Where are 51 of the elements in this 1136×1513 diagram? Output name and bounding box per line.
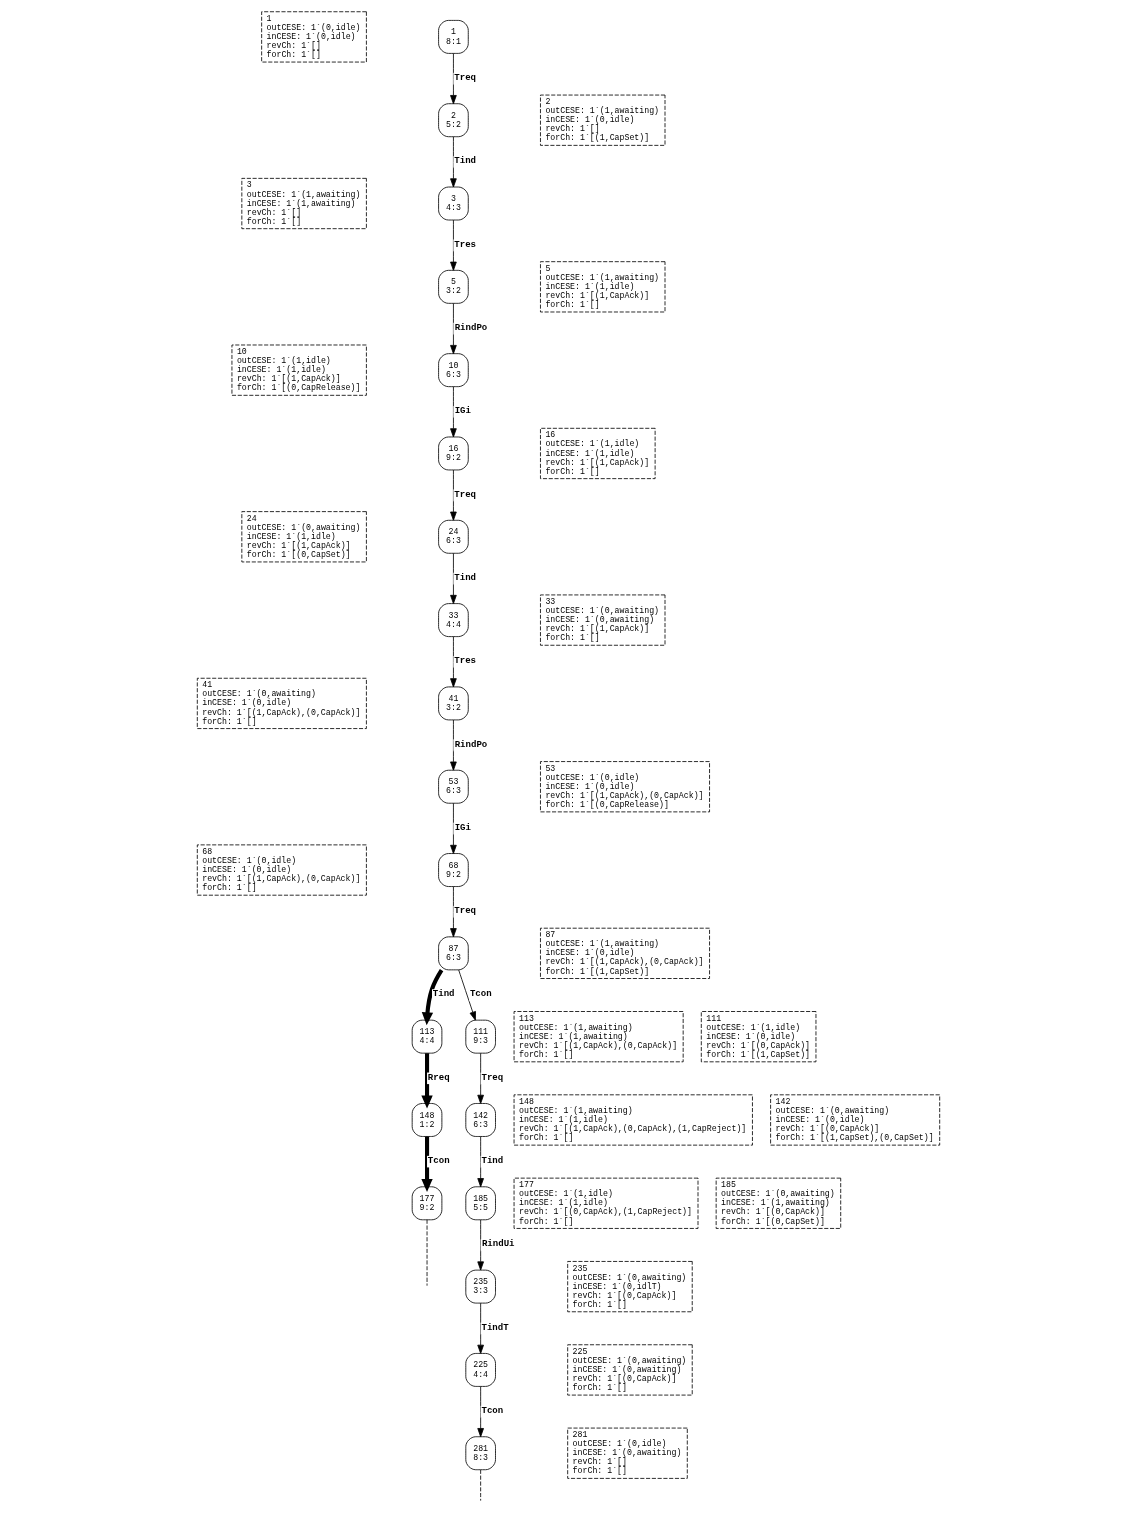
edge-label: Treq — [480, 1071, 503, 1083]
arrow — [476, 1052, 484, 1104]
node-box: 2 outCESE: 1`(1,awaiting) inCESE: 1`(0,idle) revCh: 1`[] forCh: 1`[(1,CapSet)] — [539, 94, 665, 146]
edge-label: RindPo — [454, 321, 487, 333]
node-box: 177 outCESE: 1`(1,idle) inCESE: 1`(1,idle) revCh: 1`[(0,CapAck),(1,CapReject)] forCh: 1`[] — [513, 1177, 698, 1229]
arrow — [476, 1136, 484, 1188]
edge-label: Tind — [453, 571, 476, 583]
node-box: 33 outCESE: 1`(0,awaiting) inCESE: 1`(0,awaiting) revCh: 1`[(1,CapAck)] forCh: 1`[] — [539, 594, 665, 646]
edge-label: Treq — [453, 905, 476, 917]
arrow — [457, 969, 476, 1021]
edge-label: Tres — [453, 655, 476, 667]
edge-label: Tind — [453, 155, 476, 167]
edge-label: Tcon — [469, 988, 492, 1000]
edge-label: TindT — [480, 1321, 509, 1333]
node-box: 1 outCESE: 1`(0,idle) inCESE: 1`(0,idle) revCh: 1`[] forCh: 1`[] — [260, 11, 367, 63]
edge-label: Treq — [453, 488, 476, 500]
edge-label: RindPo — [454, 738, 487, 750]
node-box: 281 outCESE: 1`(0,idle) inCESE: 1`(0,awaiting) revCh: 1`[] forCh: 1`[] — [566, 1427, 688, 1479]
node-box: 113 outCESE: 1`(1,awaiting) inCESE: 1`(1,awaiting) revCh: 1`[(1,CapAck),(0,CapAck)] forCh: 1`[] — [513, 1011, 684, 1063]
edge-label: Tcon — [480, 1405, 503, 1417]
node-box: 5 outCESE: 1`(1,awaiting) inCESE: 1`(1,idle) revCh: 1`[(1,CapAck)] forCh: 1`[] — [539, 261, 665, 313]
node-box: 53 outCESE: 1`(0,idle) inCESE: 1`(0,idle) revCh: 1`[(1,CapAck),(0,CapAck)] forCh: 1`[(0,CapRelease)] — [539, 761, 710, 813]
node-box: 185 outCESE: 1`(0,awaiting) inCESE: 1`(1,awaiting) revCh: 1`[(0,CapAck)] forCh: 1`[(0,CapSet)] — [715, 1177, 841, 1229]
node-box: 111 outCESE: 1`(1,idle) inCESE: 1`(0,idle) revCh: 1`[(0,CapAck)] forCh: 1`[(1,CapSet)] — [700, 1011, 816, 1063]
edge-label: Tind — [480, 1155, 503, 1167]
arrow — [420, 1136, 433, 1192]
node-box: 68 outCESE: 1`(0,idle) inCESE: 1`(0,idle) revCh: 1`[(1,CapAck),(0,CapAck)] forCh: 1`[] — [196, 844, 367, 896]
edge-label: Tres — [453, 238, 476, 250]
arrow — [421, 969, 443, 1026]
edge-label: Rreq — [427, 1071, 450, 1083]
edge-label: Tcon — [427, 1155, 450, 1167]
edge-label: RindUi — [481, 1238, 515, 1250]
edge-label: Tind — [432, 988, 455, 1000]
node-box: 16 outCESE: 1`(1,idle) inCESE: 1`(1,idle) revCh: 1`[(1,CapAck)] forCh: 1`[] — [539, 427, 655, 480]
node-box: 87 outCESE: 1`(1,awaiting) inCESE: 1`(0,idle) revCh: 1`[(1,CapAck),(0,CapAck)] forCh: 1`[(1,CapSet)] — [539, 927, 710, 979]
arrow — [476, 1386, 484, 1438]
node-box: 10 outCESE: 1`(1,idle) inCESE: 1`(1,idle) revCh: 1`[(1,CapAck)] forCh: 1`[(0,CapRelease)] — [231, 344, 367, 396]
arrow — [420, 1053, 433, 1109]
node-box: 225 outCESE: 1`(0,awaiting) inCESE: 1`(0,awaiting) revCh: 1`[(0,CapAck)] forCh: 1`[] — [566, 1344, 693, 1396]
connector — [479, 1469, 481, 1502]
node-box: 3 outCESE: 1`(1,awaiting) inCESE: 1`(1,awaiting) revCh: 1`[] forCh: 1`[] — [240, 177, 367, 230]
node-box: 148 outCESE: 1`(1,awaiting) inCESE: 1`(1,idle) revCh: 1`[(1,CapAck),(0,CapAck),(1,CapReject)] forCh: 1`[] — [513, 1094, 753, 1146]
node-box: 142 outCESE: 1`(0,awaiting) inCESE: 1`(0,idle) revCh: 1`[(0,CapAck)] forCh: 1`[(1,CapSet),(0,CapSet)] — [769, 1094, 940, 1146]
arrow — [476, 1302, 484, 1354]
edge-label: IGi — [454, 821, 471, 833]
arrow — [476, 1219, 484, 1271]
node-box: 24 outCESE: 1`(0,awaiting) inCESE: 1`(1,idle) revCh: 1`[(1,CapAck)] forCh: 1`[(0,CapSet)] — [240, 511, 367, 563]
edge-label: IGi — [454, 405, 471, 417]
node-box: 41 outCESE: 1`(0,awaiting) inCESE: 1`(0,idle) revCh: 1`[(1,CapAck),(0,CapAck)] forCh: 1`[] — [196, 677, 367, 729]
edge-label: Treq — [453, 72, 476, 84]
node-box: 235 outCESE: 1`(0,awaiting) inCESE: 1`(0,idlT) revCh: 1`[(0,CapAck)] forCh: 1`[] — [566, 1261, 693, 1313]
